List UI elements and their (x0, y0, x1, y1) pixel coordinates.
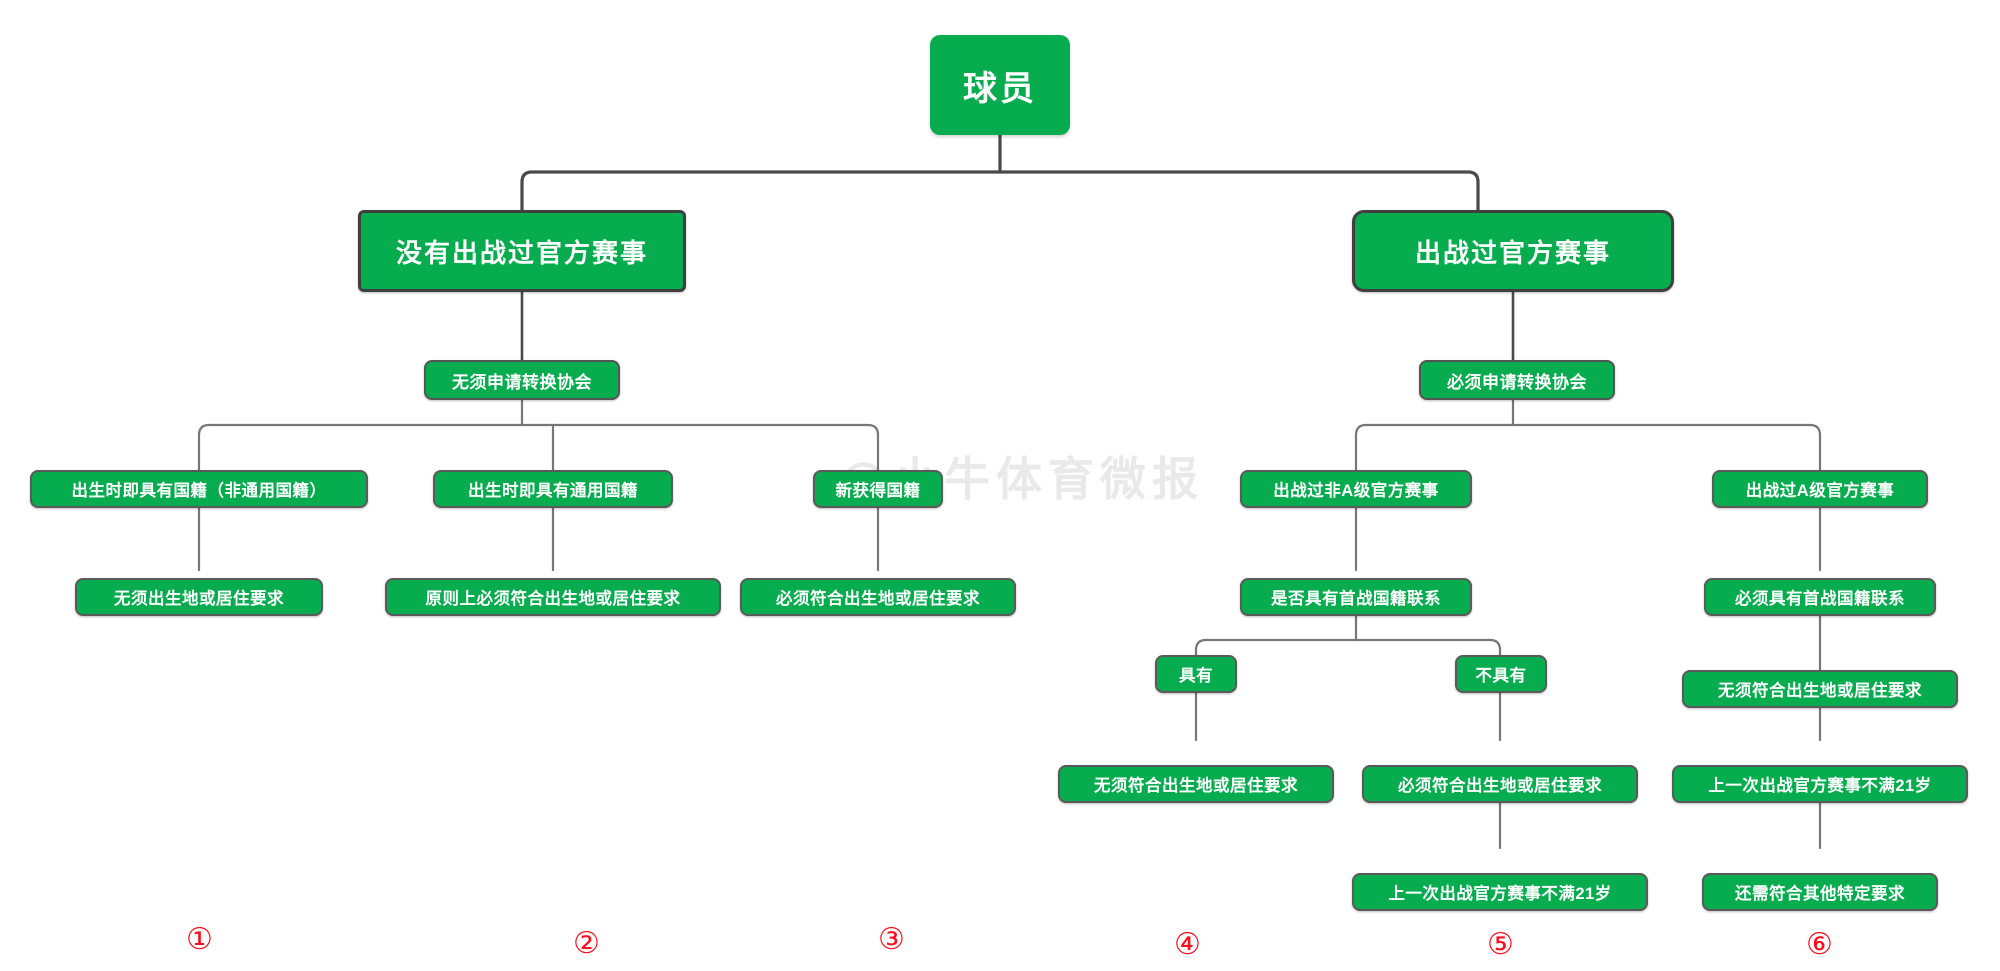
node-played-official-match-label: 出战过官方赛事 (1414, 237, 1611, 268)
node-newly-acquired-nationality-label: 新获得国籍 (835, 482, 921, 500)
node-c6-requirement-label: 无须符合出生地或居住要求 (1718, 682, 1922, 700)
node-c5-age-limit-label: 上一次出战官方赛事不满21岁 (1388, 885, 1612, 903)
node-c5-age-limit[interactable]: 上一次出战官方赛事不满21岁 (1352, 873, 1648, 911)
node-c6-nationality-link-label: 必须具有首战国籍联系 (1735, 590, 1905, 608)
node-no-official-match-label: 没有出战过官方赛事 (395, 237, 648, 268)
node-must-association-request[interactable]: 必须申请转换协会 (1419, 360, 1615, 400)
node-c6-other-requirement[interactable]: 还需符合其他特定要求 (1702, 873, 1938, 911)
node-c6-other-requirement-label: 还需符合其他特定要求 (1735, 885, 1905, 903)
node-first-match-nationality-question[interactable]: 是否具有首战国籍联系 (1240, 578, 1472, 616)
node-played-official-match[interactable]: 出战过官方赛事 (1352, 210, 1674, 292)
node-no-association-request-label: 无须申请转换协会 (452, 372, 592, 392)
node-non-a-level-match[interactable]: 出战过非A级官方赛事 (1240, 470, 1472, 508)
marker-5: ⑤ (1487, 927, 1514, 962)
node-c5-requirement-label: 必须符合出生地或居住要求 (1398, 777, 1602, 795)
node-c6-requirement[interactable]: 无须符合出生地或居住要求 (1682, 670, 1958, 708)
node-c2-requirement-label: 原则上必须符合出生地或居住要求 (425, 590, 681, 608)
node-c2-requirement[interactable]: 原则上必须符合出生地或居住要求 (385, 578, 721, 616)
node-non-a-level-match-label: 出战过非A级官方赛事 (1273, 482, 1439, 500)
marker-3: ③ (878, 922, 905, 957)
node-no-link-label: 不具有 (1475, 667, 1527, 685)
node-no-link[interactable]: 不具有 (1455, 655, 1547, 693)
node-c3-requirement[interactable]: 必须符合出生地或居住要求 (740, 578, 1016, 616)
node-c3-requirement-label: 必须符合出生地或居住要求 (776, 590, 980, 608)
node-newly-acquired-nationality[interactable]: 新获得国籍 (813, 470, 943, 508)
node-c1-requirement-label: 无须出生地或居住要求 (114, 590, 284, 608)
node-c6-age-limit[interactable]: 上一次出战官方赛事不满21岁 (1672, 765, 1968, 803)
marker-4: ④ (1174, 927, 1201, 962)
node-birth-nationality-non-common[interactable]: 出生时即具有国籍（非通用国籍） (30, 470, 368, 508)
marker-6: ⑥ (1806, 927, 1833, 962)
node-a-level-match[interactable]: 出战过A级官方赛事 (1712, 470, 1928, 508)
node-c1-requirement[interactable]: 无须出生地或居住要求 (75, 578, 323, 616)
node-c5-requirement[interactable]: 必须符合出生地或居住要求 (1362, 765, 1638, 803)
node-root[interactable]: 球员 (930, 35, 1070, 135)
node-a-level-match-label: 出战过A级官方赛事 (1745, 482, 1895, 500)
node-birth-common-nationality[interactable]: 出生时即具有通用国籍 (433, 470, 673, 508)
marker-2: ② (573, 926, 600, 961)
node-no-association-request[interactable]: 无须申请转换协会 (424, 360, 620, 400)
node-birth-common-nationality-label: 出生时即具有通用国籍 (468, 482, 638, 500)
marker-1: ① (186, 922, 213, 957)
node-c4-requirement[interactable]: 无须符合出生地或居住要求 (1058, 765, 1334, 803)
node-c6-nationality-link[interactable]: 必须具有首战国籍联系 (1704, 578, 1936, 616)
node-c4-requirement-label: 无须符合出生地或居住要求 (1094, 777, 1298, 795)
node-root-label: 球员 (963, 69, 1037, 108)
node-c6-age-limit-label: 上一次出战官方赛事不满21岁 (1708, 777, 1932, 795)
node-must-association-request-label: 必须申请转换协会 (1447, 372, 1587, 392)
node-first-match-nationality-question-label: 是否具有首战国籍联系 (1271, 590, 1441, 608)
node-birth-nationality-non-common-label: 出生时即具有国籍（非通用国籍） (71, 482, 327, 500)
node-has-link[interactable]: 具有 (1155, 655, 1237, 693)
node-has-link-label: 具有 (1179, 667, 1213, 685)
node-no-official-match[interactable]: 没有出战过官方赛事 (358, 210, 686, 292)
